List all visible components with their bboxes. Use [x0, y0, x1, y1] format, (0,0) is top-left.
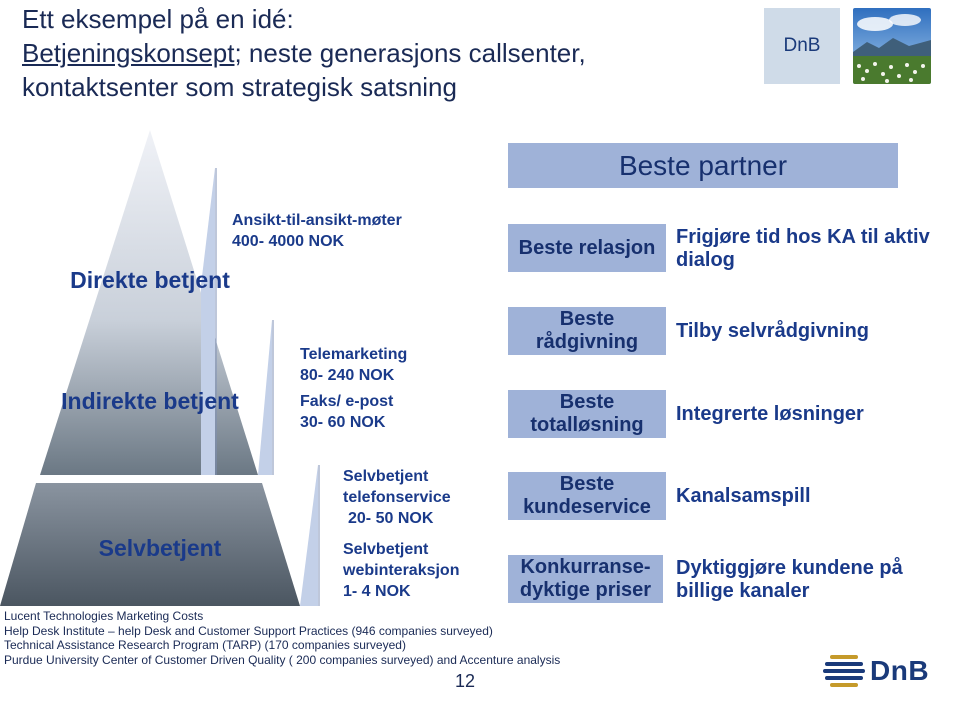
title-line-1: Ett eksempel på en idé:	[22, 4, 294, 34]
benefit-total-solution: Integrerte løsninger	[676, 403, 864, 425]
channel-name: Selvbetjent telefonservice	[343, 468, 451, 506]
page-number: 12	[455, 671, 476, 691]
benefit-customer-service: Kanalsamspill	[676, 485, 811, 507]
dnb-logo: DnB	[822, 651, 932, 693]
service-pyramid	[0, 130, 320, 606]
best-customer-service: Beste kundeservice	[508, 472, 666, 520]
title-line-3: kontaktsenter som strategisk satsning	[22, 72, 457, 102]
pyramid-base	[0, 483, 300, 606]
title-line-2-rest: ; neste generasjons callsenter,	[234, 38, 586, 68]
channel-fax-email: Faks/ e-post 30- 60 NOK	[300, 391, 500, 433]
channel-cost: 400- 4000 NOK	[232, 233, 345, 250]
channel-face-to-face: Ansikt-til-ansikt-møter 400- 4000 NOK	[232, 210, 492, 252]
level-self-label: Selvbetjent	[98, 535, 222, 561]
benefit-relation: Frigjøre tid hos KA til aktiv dialog	[676, 226, 930, 271]
partner-heading: Beste partner	[508, 143, 898, 188]
channel-cost: 20- 50 NOK	[348, 510, 434, 527]
channel-self-phone: Selvbetjent telefonservice 20- 50 NOK	[343, 466, 493, 529]
channel-name: Selvbetjent webinteraksjon	[343, 541, 460, 579]
source-line: Lucent Technologies Marketing Costs	[4, 609, 204, 623]
best-advice: Beste rådgivning	[508, 307, 666, 355]
landscape-photo	[853, 8, 931, 84]
best-relation: Beste relasjon	[508, 224, 666, 272]
logo-mark-icon	[823, 655, 865, 687]
level-direct-label: Direkte betjent	[70, 267, 230, 293]
title-link[interactable]: Betjeningskonsept	[22, 38, 235, 68]
facet-top	[201, 168, 215, 475]
channel-name: Ansikt-til-ansikt-møter	[232, 212, 402, 229]
channel-cost: 80- 240 NOK	[300, 367, 395, 384]
best-prices: Konkurranse-dyktige priser	[508, 555, 663, 603]
pyramid-upper	[40, 130, 258, 475]
slide-title: Ett eksempel på en idé: Betjeningskonsep…	[22, 2, 742, 104]
channel-name: Telemarketing	[300, 346, 408, 363]
channel-cost: 30- 60 NOK	[300, 414, 386, 431]
facet-base	[300, 465, 318, 606]
benefit-advice: Tilby selvrådgivning	[676, 320, 870, 342]
channel-cost: 1- 4 NOK	[343, 583, 411, 600]
source-line: Purdue University Center of Customer Dri…	[4, 653, 561, 667]
title-line-2: Betjeningskonsept; neste generasjons cal…	[22, 36, 742, 70]
channel-telemarketing: Telemarketing 80- 240 NOK	[300, 344, 500, 386]
facet-mid	[258, 320, 272, 475]
benefit-prices: Dyktiggjøre kundene på billige kanaler	[676, 557, 903, 602]
best-total-solution: Beste totalløsning	[508, 390, 666, 438]
channel-self-web: Selvbetjent webinteraksjon 1- 4 NOK	[343, 539, 493, 602]
channel-name: Faks/ e-post	[300, 393, 394, 410]
source-line: Technical Assistance Research Program (T…	[4, 638, 406, 652]
level-indirect-label: Indirekte betjent	[61, 388, 239, 414]
brand-box: DnB	[764, 8, 840, 84]
source-line: Help Desk Institute – help Desk and Cust…	[4, 624, 493, 638]
logo-name: DnB	[870, 655, 930, 686]
